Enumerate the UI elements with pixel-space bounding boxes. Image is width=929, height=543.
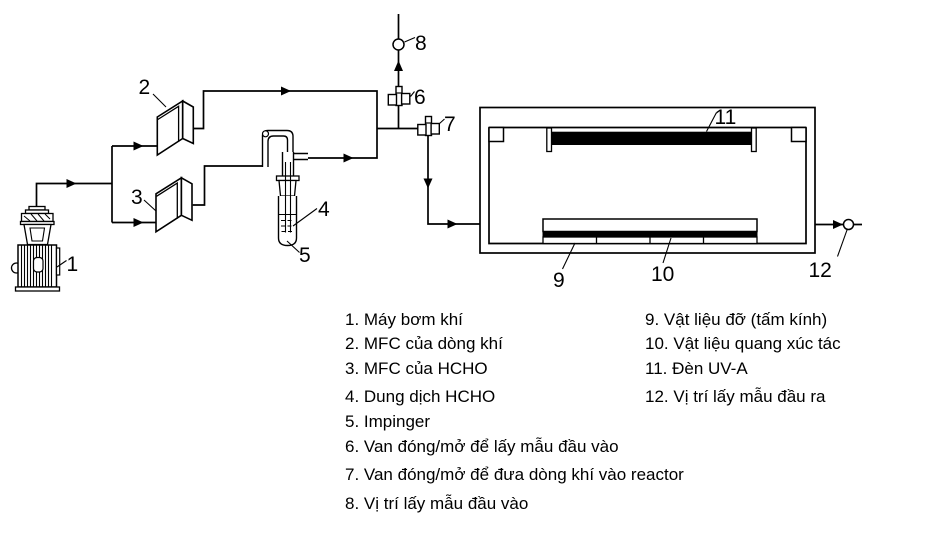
flow-arrows <box>66 60 843 229</box>
arrow-right-icon <box>833 220 843 229</box>
arrow-down-icon <box>423 178 433 189</box>
lid-ledge-left <box>488 126 505 143</box>
label-photocatalyst: 10 <box>651 263 674 286</box>
legend-item-mfc-hcho: 3. MFC của HCHO <box>345 359 488 378</box>
photocatalyst-strip <box>542 231 758 238</box>
label-hcho-solution: 4 <box>318 198 330 221</box>
label-outlet-sample-port: 12 <box>809 259 832 282</box>
air-pump <box>10 205 61 292</box>
arrow-right-icon <box>281 86 291 96</box>
support-plate <box>542 218 758 233</box>
label-support-plate: 9 <box>553 269 565 292</box>
legend-item-pump: 1. Máy bơm khí <box>345 310 463 329</box>
label-inlet-sample-port: 8 <box>415 32 427 55</box>
mfc-hcho-box <box>155 177 193 233</box>
legend-item-mfc-air: 2. MFC của dòng khí <box>345 334 503 353</box>
mfc-air-box <box>156 100 195 156</box>
label-mfc-hcho: 3 <box>131 186 143 209</box>
arrow-right-icon <box>447 219 458 229</box>
pump-outlet-line <box>35 182 112 207</box>
legend-item-support-plate: 9. Vật liệu đỡ (tấm kính) <box>645 310 828 329</box>
lamp-bracket-right <box>750 127 757 153</box>
legend-item-valve-inlet-sample: 6. Van đóng/mở để lấy mẫu đầu vào <box>345 437 619 456</box>
mfc-air-to-junction <box>193 90 378 159</box>
uv-lamp-bar <box>551 131 752 145</box>
number-labels: 1 2 3 4 5 6 7 8 9 10 11 12 <box>67 32 832 292</box>
label-impinger: 5 <box>299 244 311 267</box>
outlet-sample-port-circle <box>842 218 855 231</box>
lamp-bracket-left <box>546 127 553 153</box>
legend-item-hcho-solution: 4. Dung dịch HCHO <box>345 387 496 406</box>
inlet-sample-port-circle <box>392 38 405 51</box>
legend-item-inlet-sample-port: 8. Vị trí lấy mẫu đầu vào <box>345 494 529 513</box>
label-uv-lamp: 11 <box>715 106 737 129</box>
legend-item-photocatalyst: 10. Vật liệu quang xúc tác <box>645 334 841 353</box>
label-mfc-air: 2 <box>139 76 151 99</box>
arrow-right-icon <box>133 218 144 227</box>
arrow-right-icon <box>343 153 354 163</box>
legend-item-uv-lamp: 11. Đèn UV-A <box>645 359 748 378</box>
label-valve-inlet-sample: 6 <box>414 86 426 109</box>
arrow-right-icon <box>133 141 144 151</box>
arrow-right-icon <box>66 179 77 188</box>
label-valve-to-reactor: 7 <box>444 113 456 136</box>
mfc-hcho-to-impinger <box>192 165 263 206</box>
legend-item-impinger: 5. Impinger <box>345 412 431 431</box>
inlet-sample-valve <box>387 85 411 107</box>
impinger <box>261 129 308 247</box>
label-pump: 1 <box>67 253 79 276</box>
lid-ledge-right <box>790 126 807 143</box>
reactor-chamber <box>479 106 816 254</box>
legend-item-outlet-sample-port: 12. Vị trí lấy mẫu đầu ra <box>645 387 826 406</box>
leader-lines <box>56 36 848 270</box>
reactor-inlet-valve <box>417 115 440 137</box>
arrow-up-icon <box>394 60 403 71</box>
legend-item-valve-to-reactor: 7. Van đóng/mở để đưa dòng khí vào react… <box>345 465 684 484</box>
